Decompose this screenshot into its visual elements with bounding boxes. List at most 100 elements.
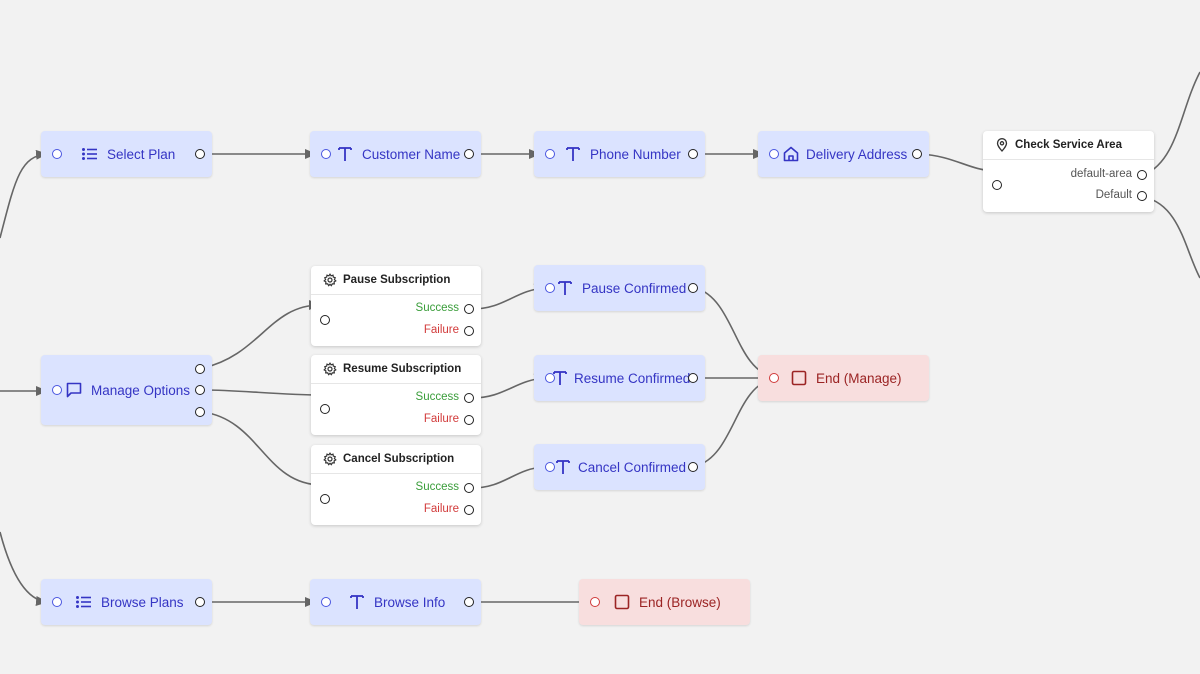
output-port-default-area[interactable] bbox=[1137, 170, 1147, 180]
node-label: Browse Plans bbox=[101, 594, 184, 610]
cancel-confirmed-node[interactable]: Cancel Confirmed bbox=[534, 444, 705, 490]
failure-port[interactable] bbox=[464, 415, 474, 425]
output-port-2[interactable] bbox=[195, 385, 205, 395]
success-port[interactable] bbox=[464, 393, 474, 403]
end-manage-node[interactable]: End (Manage) bbox=[758, 355, 929, 401]
node-label: Cancel Confirmed bbox=[578, 459, 687, 475]
card-title: Resume Subscription bbox=[343, 363, 462, 375]
map-pin-icon bbox=[995, 138, 1009, 152]
input-port[interactable] bbox=[52, 149, 62, 159]
input-port[interactable] bbox=[545, 283, 555, 293]
output-port-3[interactable] bbox=[195, 407, 205, 417]
success-label: Success bbox=[415, 391, 459, 403]
edge-service-default-out[interactable] bbox=[1143, 196, 1200, 279]
card-title: Cancel Subscription bbox=[343, 453, 455, 465]
gear-icon bbox=[323, 452, 337, 466]
success-port[interactable] bbox=[464, 304, 474, 314]
output-port[interactable] bbox=[464, 149, 474, 159]
input-port[interactable] bbox=[320, 315, 330, 325]
output-port-default[interactable] bbox=[1137, 191, 1147, 201]
failure-port[interactable] bbox=[464, 505, 474, 515]
chat-icon bbox=[65, 381, 83, 399]
manage-options-node[interactable]: Manage Options bbox=[41, 355, 212, 425]
node-label: Resume Confirmed bbox=[574, 370, 691, 386]
node-label: Select Plan bbox=[107, 146, 176, 162]
node-label: Delivery Address bbox=[806, 146, 908, 162]
output-port[interactable] bbox=[195, 597, 205, 607]
delivery-address-node[interactable]: Delivery Address bbox=[758, 131, 929, 177]
browse-plans-node[interactable]: Browse Plans bbox=[41, 579, 212, 625]
input-port[interactable] bbox=[769, 373, 779, 383]
output-port[interactable] bbox=[688, 149, 698, 159]
output-port-1[interactable] bbox=[195, 364, 205, 374]
failure-label: Failure bbox=[423, 324, 459, 336]
node-label: Customer Name bbox=[362, 146, 461, 162]
input-port[interactable] bbox=[52, 385, 62, 395]
output-label-default: Default bbox=[1095, 189, 1132, 201]
gear-icon bbox=[323, 273, 337, 287]
input-port[interactable] bbox=[321, 149, 331, 159]
stop-icon bbox=[790, 369, 808, 387]
failure-label: Failure bbox=[423, 503, 459, 515]
select-plan-node[interactable]: Select Plan bbox=[41, 131, 212, 177]
card-title: Check Service Area bbox=[1015, 139, 1122, 151]
text-icon bbox=[336, 145, 354, 163]
input-port[interactable] bbox=[769, 149, 779, 159]
edge-manage-to-pause[interactable] bbox=[202, 300, 321, 369]
node-label: Browse Info bbox=[374, 594, 446, 610]
resume-subscription-node[interactable]: Resume Subscription Success Failure bbox=[311, 355, 481, 435]
customer-name-node[interactable]: Customer Name bbox=[310, 131, 481, 177]
node-label: End (Browse) bbox=[639, 594, 721, 610]
failure-label: Failure bbox=[423, 413, 459, 425]
input-port[interactable] bbox=[545, 462, 555, 472]
browse-info-node[interactable]: Browse Info bbox=[310, 579, 481, 625]
output-port[interactable] bbox=[912, 149, 922, 159]
input-port[interactable] bbox=[320, 494, 330, 504]
list-icon bbox=[81, 145, 99, 163]
output-label-default-area: default-area bbox=[1070, 168, 1132, 180]
input-port[interactable] bbox=[52, 597, 62, 607]
pause-subscription-node[interactable]: Pause Subscription Success Failure bbox=[311, 266, 481, 346]
success-label: Success bbox=[415, 302, 459, 314]
success-label: Success bbox=[415, 481, 459, 493]
card-header: Resume Subscription bbox=[311, 355, 481, 384]
resume-confirmed-node[interactable]: Resume Confirmed bbox=[534, 355, 705, 401]
edge-into-select-plan[interactable] bbox=[0, 149, 48, 239]
edge-into-browse-plans[interactable] bbox=[0, 531, 48, 606]
node-label: Phone Number bbox=[590, 146, 681, 162]
text-icon bbox=[554, 458, 572, 476]
text-icon bbox=[551, 369, 569, 387]
gear-icon bbox=[323, 362, 337, 376]
node-label: Manage Options bbox=[91, 382, 191, 398]
edge-service-default-area-out[interactable] bbox=[1143, 71, 1200, 176]
cancel-subscription-node[interactable]: Cancel Subscription Success Failure bbox=[311, 445, 481, 525]
output-port[interactable] bbox=[688, 462, 698, 472]
input-port[interactable] bbox=[545, 149, 555, 159]
check-service-area-node[interactable]: Check Service Area default-area Default bbox=[983, 131, 1154, 212]
input-port[interactable] bbox=[321, 597, 331, 607]
output-port[interactable] bbox=[195, 149, 205, 159]
input-port[interactable] bbox=[320, 404, 330, 414]
home-icon bbox=[782, 145, 800, 163]
success-port[interactable] bbox=[464, 483, 474, 493]
failure-port[interactable] bbox=[464, 326, 474, 336]
edge-manage-to-cancel[interactable] bbox=[202, 411, 323, 490]
output-port[interactable] bbox=[464, 597, 474, 607]
list-icon bbox=[75, 593, 93, 611]
end-browse-node[interactable]: End (Browse) bbox=[579, 579, 750, 625]
text-icon bbox=[556, 279, 574, 297]
output-port[interactable] bbox=[688, 283, 698, 293]
input-port[interactable] bbox=[590, 597, 600, 607]
phone-number-node[interactable]: Phone Number bbox=[534, 131, 705, 177]
output-port[interactable] bbox=[688, 373, 698, 383]
text-icon bbox=[348, 593, 366, 611]
card-header: Check Service Area bbox=[983, 131, 1154, 160]
input-port[interactable] bbox=[545, 373, 555, 383]
card-title: Pause Subscription bbox=[343, 274, 451, 286]
edge-manage-to-resume[interactable] bbox=[202, 389, 323, 400]
pause-confirmed-node[interactable]: Pause Confirmed bbox=[534, 265, 705, 311]
card-header: Pause Subscription bbox=[311, 266, 481, 295]
stop-icon bbox=[613, 593, 631, 611]
input-port[interactable] bbox=[992, 180, 1002, 190]
